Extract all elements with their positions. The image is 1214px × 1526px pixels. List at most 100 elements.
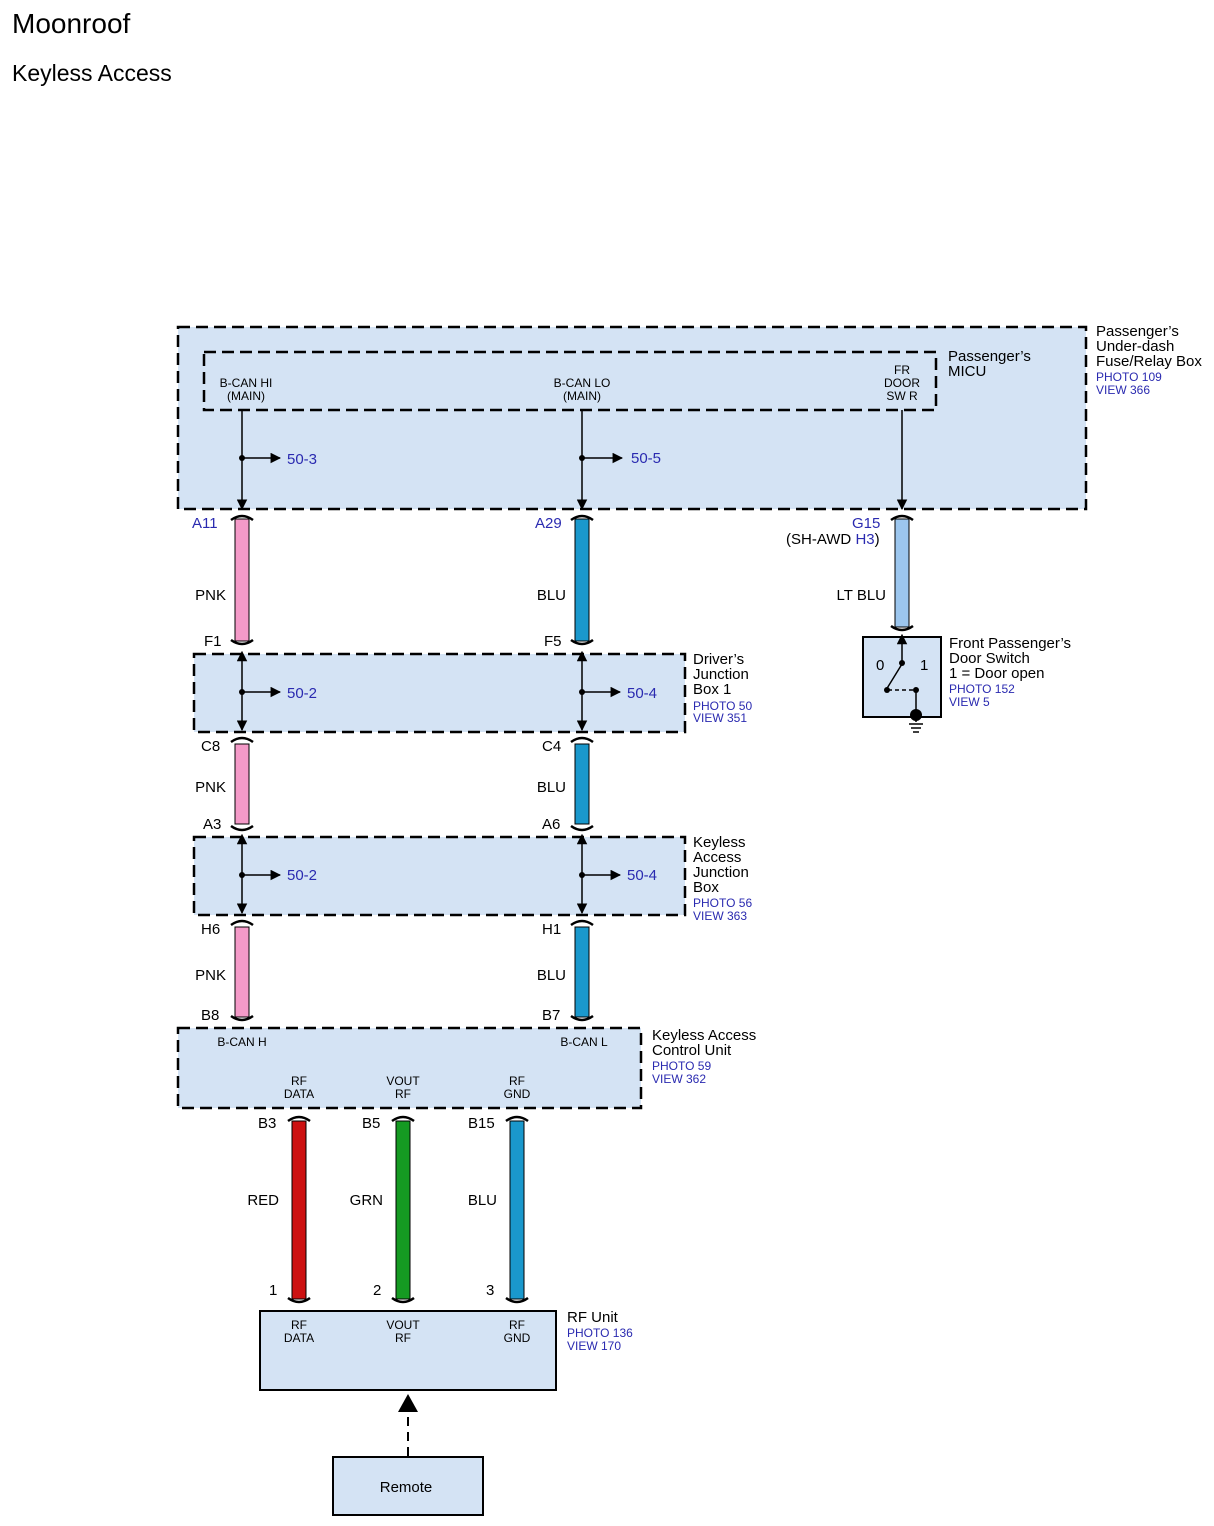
ref-50-4-jb1[interactable]: 50-4 bbox=[627, 685, 657, 702]
kacu-view-link[interactable]: VIEW 362 bbox=[652, 1072, 706, 1086]
wire-label-1: PNK bbox=[195, 587, 226, 604]
door-switch-label-3: 1 = Door open bbox=[949, 665, 1045, 682]
wire-ltblu bbox=[894, 518, 910, 628]
wire-blu-1 bbox=[574, 518, 590, 642]
micu-label-2: MICU bbox=[948, 363, 986, 380]
micu-bcan-lo-main: (MAIN) bbox=[563, 389, 601, 403]
wire-label-4: PNK bbox=[195, 779, 226, 796]
ground-icon bbox=[910, 709, 922, 721]
fuse-box-label-2: Under-dash bbox=[1096, 338, 1174, 355]
page-subtitle: Keyless Access bbox=[12, 60, 172, 86]
ref-50-3[interactable]: 50-3 bbox=[287, 451, 317, 468]
wire-pnk-1 bbox=[234, 518, 250, 642]
micu-door: DOOR bbox=[884, 376, 920, 390]
rf-unit-rf-gnd-2: GND bbox=[504, 1331, 531, 1345]
kajb-label-4: Box bbox=[693, 879, 719, 896]
kacu-label-1: Keyless Access bbox=[652, 1027, 756, 1044]
kajb-label-2: Access bbox=[693, 849, 741, 866]
door-switch-view-link[interactable]: VIEW 5 bbox=[949, 695, 990, 709]
door-switch-label-1: Front Passenger’s bbox=[949, 635, 1071, 652]
wire-label-8: RED bbox=[247, 1192, 279, 1209]
pin-a29[interactable]: A29 bbox=[535, 515, 562, 532]
kacu-vout-2: RF bbox=[395, 1087, 411, 1101]
ref-50-2-jb1[interactable]: 50-2 bbox=[287, 685, 317, 702]
remote-label: Remote bbox=[380, 1479, 433, 1496]
pin-a6: A6 bbox=[542, 816, 560, 833]
pin-b3: B3 bbox=[258, 1115, 276, 1132]
rf-unit-vout-2: RF bbox=[395, 1331, 411, 1345]
rf-unit-label: RF Unit bbox=[567, 1309, 619, 1326]
jb1-label-1: Driver’s bbox=[693, 651, 744, 668]
rf-unit-rf-data-1: RF bbox=[291, 1318, 307, 1332]
wire-label-3: LT BLU bbox=[837, 587, 886, 604]
connector-caps bbox=[230, 514, 914, 1304]
pin-b8: B8 bbox=[201, 1007, 219, 1024]
rf-unit-view-link[interactable]: VIEW 170 bbox=[567, 1339, 621, 1353]
door-switch-pos-0: 0 bbox=[876, 657, 884, 674]
rf-unit-vout-1: VOUT bbox=[386, 1318, 420, 1332]
door-switch-label-2: Door Switch bbox=[949, 650, 1030, 667]
wire-label-10: BLU bbox=[468, 1192, 497, 1209]
jb1-view-link[interactable]: VIEW 351 bbox=[693, 711, 747, 725]
fuse-box-label-1: Passenger’s bbox=[1096, 323, 1179, 340]
page-title: Moonroof bbox=[12, 8, 131, 39]
pin-b5: B5 bbox=[362, 1115, 380, 1132]
micu-bcan-hi-main: (MAIN) bbox=[227, 389, 265, 403]
wire-label-9: GRN bbox=[350, 1192, 383, 1209]
micu-bcan-lo: B-CAN LO bbox=[554, 376, 611, 390]
pin-sh-awd-prefix: (SH-AWD bbox=[786, 531, 855, 548]
drivers-junction-box-1 bbox=[192, 652, 687, 734]
door-switch-photo-link[interactable]: PHOTO 152 bbox=[949, 682, 1015, 696]
micu-fr: FR bbox=[894, 363, 910, 377]
kacu-bcan-h: B-CAN H bbox=[217, 1035, 266, 1049]
rf-unit-rf-data-2: DATA bbox=[284, 1331, 314, 1345]
pin-b7: B7 bbox=[542, 1007, 560, 1024]
ref-50-5[interactable]: 50-5 bbox=[631, 450, 661, 467]
pin-c8: C8 bbox=[201, 738, 220, 755]
rf-unit-photo-link[interactable]: PHOTO 136 bbox=[567, 1326, 633, 1340]
kajb-view-link[interactable]: VIEW 363 bbox=[693, 909, 747, 923]
pin-g15[interactable]: G15 bbox=[852, 515, 880, 532]
wire-blu-2 bbox=[574, 743, 590, 825]
pin-sh-awd-suffix: ) bbox=[875, 531, 880, 548]
micu-bcan-hi: B-CAN HI bbox=[220, 376, 273, 390]
kacu-rf-gnd-2: GND bbox=[504, 1087, 531, 1101]
jb1-photo-link[interactable]: PHOTO 50 bbox=[693, 699, 752, 713]
pin-c4: C4 bbox=[542, 738, 561, 755]
pin-h6: H6 bbox=[201, 921, 220, 938]
pin-h3[interactable]: H3 bbox=[855, 531, 874, 548]
kacu-rf-gnd-1: RF bbox=[509, 1074, 525, 1088]
kacu-label-2: Control Unit bbox=[652, 1042, 732, 1059]
wire-blu-3 bbox=[574, 926, 590, 1018]
wire-label-7: BLU bbox=[537, 967, 566, 984]
jb1-label-2: Junction bbox=[693, 666, 749, 683]
fuse-box-view-link[interactable]: VIEW 366 bbox=[1096, 383, 1150, 397]
ref-50-4-kajb[interactable]: 50-4 bbox=[627, 867, 657, 884]
kacu-rf-data-1: RF bbox=[291, 1074, 307, 1088]
pin-a3: A3 bbox=[203, 816, 221, 833]
wire-pnk-3 bbox=[234, 926, 250, 1018]
pin-a11[interactable]: A11 bbox=[192, 515, 218, 532]
micu-sw-r: SW R bbox=[886, 389, 918, 403]
pin-3: 3 bbox=[486, 1282, 494, 1299]
remote-box bbox=[332, 1456, 484, 1516]
kacu-photo-link[interactable]: PHOTO 59 bbox=[652, 1059, 711, 1073]
wire-pnk-2 bbox=[234, 743, 250, 825]
fuse-box-photo-link[interactable]: PHOTO 109 bbox=[1096, 370, 1162, 384]
pin-h1: H1 bbox=[542, 921, 561, 938]
pin-1: 1 bbox=[269, 1282, 277, 1299]
ref-50-2-kajb[interactable]: 50-2 bbox=[287, 867, 317, 884]
micu-label-1: Passenger’s bbox=[948, 348, 1031, 365]
kajb-label-1: Keyless bbox=[693, 834, 746, 851]
kacu-rf-data-2: DATA bbox=[284, 1087, 314, 1101]
pin-f5: F5 bbox=[544, 633, 562, 650]
jb1-label-3: Box 1 bbox=[693, 681, 731, 698]
wire-blu-4 bbox=[509, 1120, 525, 1300]
kajb-photo-link[interactable]: PHOTO 56 bbox=[693, 896, 752, 910]
wire-label-2: BLU bbox=[537, 587, 566, 604]
wire-label-6: PNK bbox=[195, 967, 226, 984]
kacu-vout-1: VOUT bbox=[386, 1074, 420, 1088]
keyless-access-control-unit bbox=[176, 1026, 643, 1110]
pin-sh-awd: (SH-AWD H3) bbox=[786, 531, 880, 548]
